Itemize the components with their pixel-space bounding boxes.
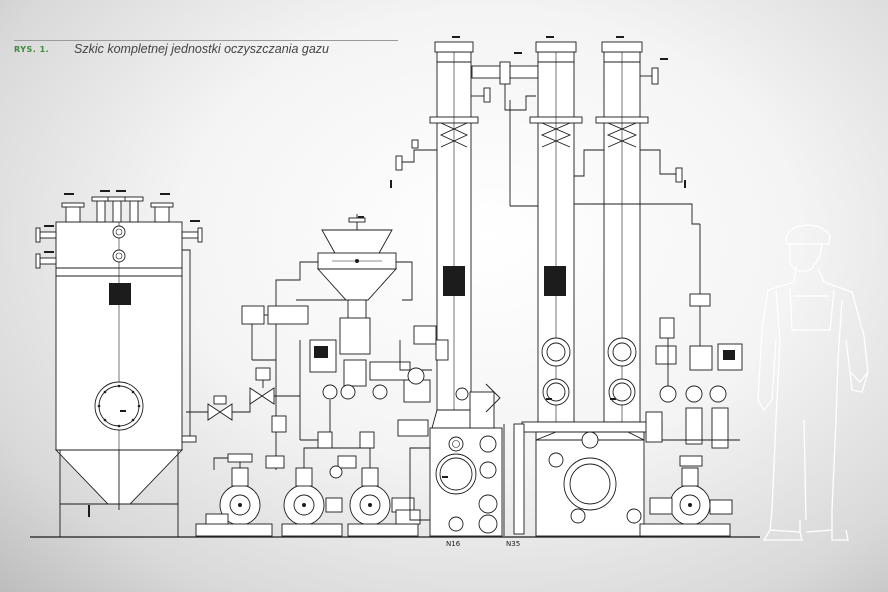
figure-title: Szkic kompletnej jednostki oczyszczania … — [74, 42, 329, 56]
header-rule — [14, 40, 398, 41]
absorber-column-3 — [509, 41, 700, 423]
separator-vessel — [35, 196, 203, 537]
manhole-bolts — [97, 384, 141, 428]
worker-scale-figure — [757, 224, 869, 541]
figure-number: RYS. 1. — [14, 45, 50, 54]
instrument-cluster-left — [186, 305, 411, 470]
cyclone-hopper — [275, 214, 413, 336]
column-skid — [503, 421, 663, 537]
figure-header: RYS. 1. Szkic kompletnej jednostki oczys… — [14, 38, 398, 58]
absorber-column-2 — [529, 41, 583, 423]
absorber-column-1 — [395, 41, 539, 537]
instrument-cluster-right — [639, 224, 743, 537]
equipment-tags — [44, 36, 686, 517]
nozzle-label-n16: N16 — [446, 540, 461, 548]
pump-row — [195, 447, 421, 537]
nozzle-label-n35: N35 — [506, 540, 520, 548]
